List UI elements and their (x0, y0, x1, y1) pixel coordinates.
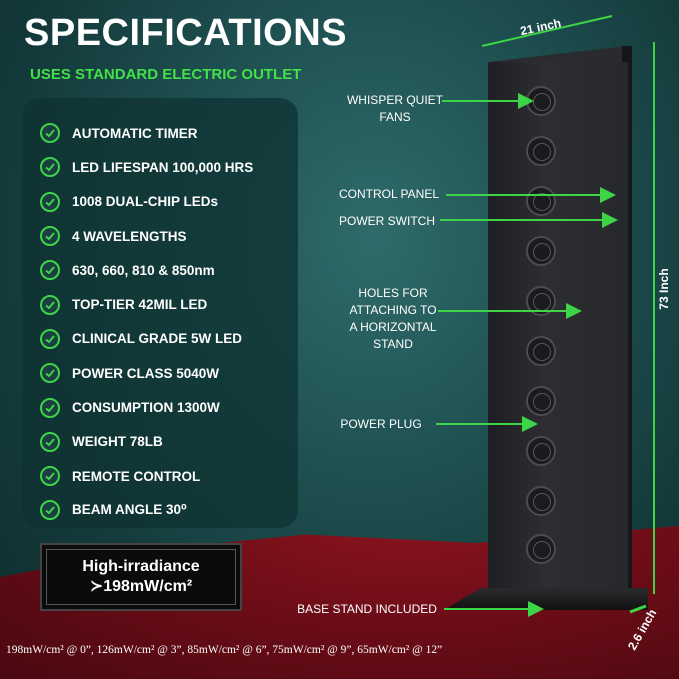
check-icon (40, 226, 60, 247)
holes-callout: HOLES FOR ATTACHING TO A HORIZONTAL STAN… (334, 285, 452, 353)
spec-item: TOP-TIER 42MIL LED (40, 287, 253, 321)
check-icon (40, 157, 60, 178)
spec-label: LED LIFESPAN 100,000 HRS (72, 159, 254, 175)
spec-label: CLINICAL GRADE 5W LED (72, 331, 243, 347)
control-panel-callout: CONTROL PANEL (338, 187, 440, 201)
check-icon (40, 260, 60, 281)
irradiance-badge-inner: High-irradiance ≻198mW/cm² (46, 549, 236, 605)
check-icon (40, 328, 60, 349)
spec-item: 630, 660, 810 & 850nm (40, 253, 253, 287)
spec-list: AUTOMATIC TIMER LED LIFESPAN 100,000 HRS… (40, 116, 253, 528)
fan-icon (526, 436, 556, 466)
spec-label: 1008 DUAL-CHIP LEDs (72, 194, 219, 210)
page-title: SPECIFICATIONS (24, 12, 347, 54)
power-switch-callout: POWER SWITCH (339, 214, 435, 228)
spec-item: AUTOMATIC TIMER (40, 116, 253, 150)
fan-icon (526, 136, 556, 166)
spec-item: 4 WAVELENGTHS (40, 219, 253, 253)
spec-item: CONSUMPTION 1300W (40, 390, 253, 424)
spec-label: POWER CLASS 5040W (72, 365, 220, 381)
width-dimension-line (481, 15, 613, 47)
spec-item: REMOTE CONTROL (40, 459, 253, 493)
spec-label: AUTOMATIC TIMER (72, 125, 198, 141)
base-stand-callout: BASE STAND INCLUDED (297, 602, 437, 616)
fans-callout-line-1: WHISPER QUIET (346, 93, 443, 107)
spec-item: CLINICAL GRADE 5W LED (40, 322, 253, 356)
check-icon (40, 466, 60, 487)
spec-label: WEIGHT 78LB (72, 434, 163, 450)
fans-callout: WHISPER QUIET FANS (336, 92, 454, 126)
spec-label: 4 WAVELENGTHS (72, 228, 187, 244)
fan-icon (526, 386, 556, 416)
spec-item: WEIGHT 78LB (40, 425, 253, 459)
holes-callout-line-4: STAND (373, 337, 413, 351)
holes-callout-line-1: HOLES FOR (358, 286, 428, 300)
fan-icon (526, 236, 556, 266)
holes-callout-line-2: ATTACHING TO (349, 303, 437, 317)
spec-item: POWER CLASS 5040W (40, 356, 253, 390)
check-icon (40, 191, 60, 212)
fan-icon (526, 486, 556, 516)
irradiance-distance-note: 198mW/cm² @ 0”, 126mW/cm² @ 3”, 85mW/cm²… (6, 644, 443, 656)
irradiance-badge: High-irradiance ≻198mW/cm² (40, 543, 242, 611)
spec-label: REMOTE CONTROL (72, 468, 201, 484)
holes-callout-line-3: A HORIZONTAL (349, 320, 437, 334)
irradiance-line-2: ≻198mW/cm² (89, 578, 193, 595)
spec-item: BEAM ANGLE 30⁰ (40, 493, 253, 527)
power-plug-callout: POWER PLUG (340, 417, 422, 431)
irradiance-line-1: High-irradiance (82, 558, 200, 575)
fan-icon (526, 186, 556, 216)
spec-item: LED LIFESPAN 100,000 HRS (40, 150, 253, 184)
spec-label: BEAM ANGLE 30⁰ (72, 502, 187, 518)
check-icon (40, 294, 60, 315)
fan-icon (526, 336, 556, 366)
spec-panel (22, 98, 298, 528)
spec-label: CONSUMPTION 1300W (72, 400, 220, 416)
check-icon (40, 397, 60, 418)
check-icon (40, 431, 60, 452)
red-light-panel-device (488, 62, 628, 592)
height-dimension-label: 73 Inch (657, 268, 671, 310)
base-stand (444, 588, 648, 610)
spec-label: 630, 660, 810 & 850nm (72, 262, 215, 278)
depth-dimension-line (629, 604, 647, 614)
check-icon (40, 123, 60, 144)
page-subtitle: USES STANDARD ELECTRIC OUTLET (30, 66, 302, 83)
fan-icon (526, 534, 556, 564)
spec-label: TOP-TIER 42MIL LED (72, 297, 208, 313)
fans-callout-line-2: FANS (379, 110, 411, 124)
spec-item: 1008 DUAL-CHIP LEDs (40, 185, 253, 219)
check-icon (40, 500, 60, 521)
check-icon (40, 363, 60, 384)
